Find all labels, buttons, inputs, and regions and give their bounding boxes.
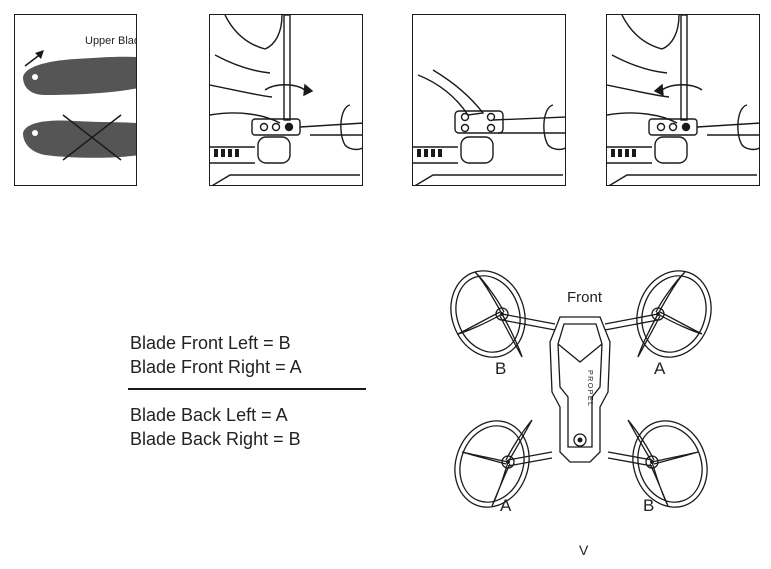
back-left-blade-label: A <box>500 496 512 515</box>
legend-back-right: Blade Back Right = B <box>130 429 301 449</box>
hand-screwdriver-illustration <box>607 15 759 185</box>
front-left-blade-label: B <box>495 359 507 378</box>
guard-front-left-icon <box>450 270 526 358</box>
legend-front-left: Blade Front Left = B <box>130 333 291 353</box>
motor-icon <box>460 136 494 164</box>
hand-icon <box>621 15 680 50</box>
camera-icon <box>573 433 587 447</box>
arm-back-right <box>607 451 653 467</box>
rotate-arrow-icon <box>661 84 703 91</box>
arm-front-right <box>604 313 659 331</box>
motor-icon <box>257 136 291 164</box>
blade-type-panel: Upper Blade <box>14 14 137 186</box>
blade-mount-icon <box>251 118 301 136</box>
motor-back-right-icon <box>645 455 659 469</box>
legend-back-left: Blade Back Left = A <box>130 405 288 425</box>
front-label: Front <box>567 289 603 306</box>
blade-mount-icon <box>648 118 698 136</box>
drone-body-text: PROPEL <box>586 370 593 407</box>
guard-front-right-icon <box>636 270 712 358</box>
upper-blade-icon <box>23 56 136 95</box>
legend-divider <box>128 388 366 390</box>
arm-back-left <box>507 451 553 467</box>
hand-icon <box>224 15 283 50</box>
screwdriver-icon <box>283 15 291 121</box>
drone-body <box>549 316 611 463</box>
motor-front-left-icon <box>495 307 509 321</box>
blade-illustration <box>23 50 136 161</box>
upper-blade-label: Upper Blade <box>85 35 136 47</box>
propeller-back-right-icon <box>627 419 655 463</box>
blade-mount-illustration <box>413 69 565 185</box>
step-screw-panel <box>606 14 760 186</box>
guard-back-right-icon <box>632 420 708 508</box>
rotate-arrow-icon <box>264 84 306 91</box>
page-mark: V <box>579 542 589 558</box>
propeller-front-left-icon <box>474 271 505 315</box>
step-unscrew-panel <box>209 14 363 186</box>
front-right-blade-label: A <box>654 359 666 378</box>
back-right-blade-label: B <box>643 496 655 515</box>
propeller-back-left-icon <box>505 419 533 463</box>
legend-front-right: Blade Front Right = A <box>130 357 302 377</box>
drone-top-view: PROPEL <box>450 270 712 508</box>
step-remove-panel <box>412 14 566 186</box>
arm-front-left <box>501 313 556 331</box>
guard-back-left-icon <box>454 420 530 508</box>
arrow-head-icon <box>35 50 44 59</box>
blade-mount-icon <box>454 110 504 134</box>
propeller-front-right-icon <box>655 271 686 315</box>
motor-front-right-icon <box>651 307 665 321</box>
motor-icon <box>654 136 688 164</box>
hand-screwdriver-illustration <box>210 15 362 185</box>
screwdriver-icon <box>680 15 688 121</box>
wrong-blade-icon <box>23 120 136 158</box>
motor-back-left-icon <box>501 455 515 469</box>
